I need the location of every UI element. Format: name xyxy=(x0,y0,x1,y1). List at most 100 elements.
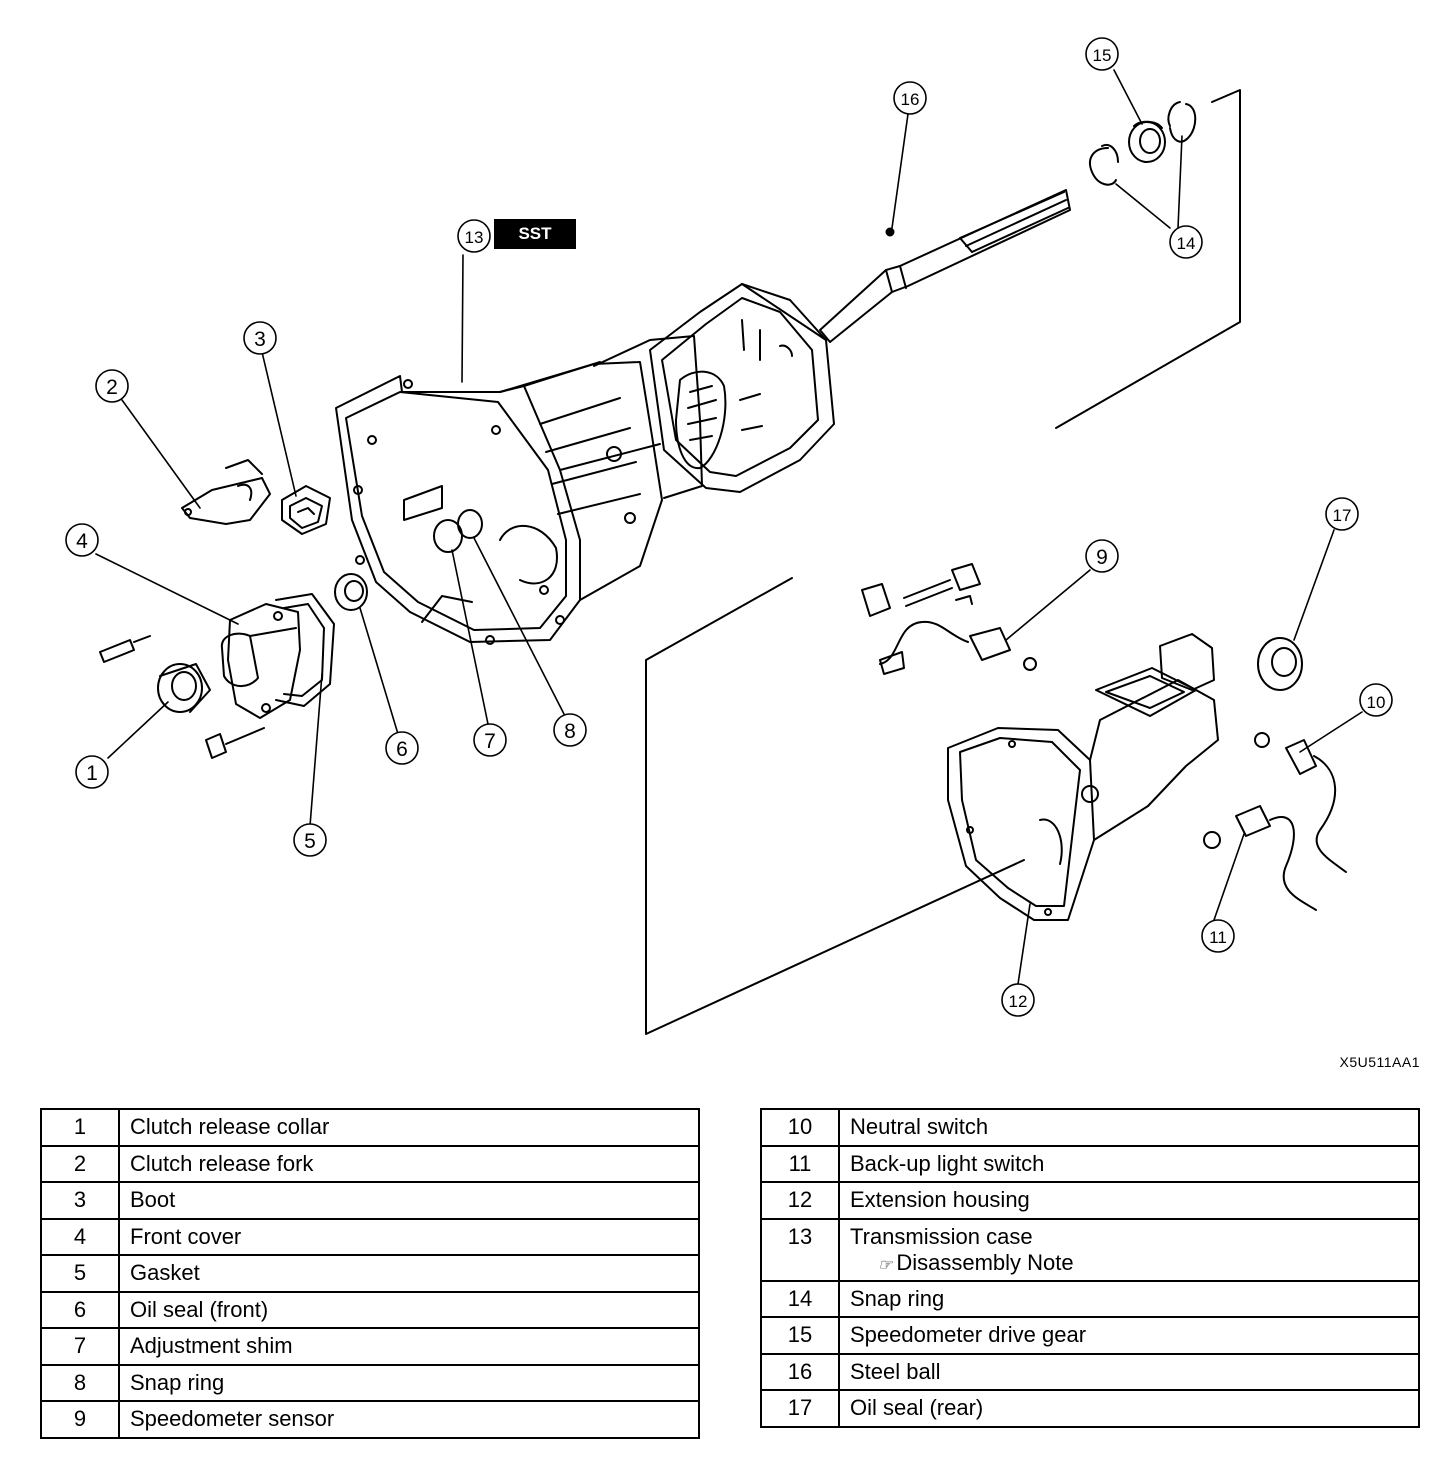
part-name-cell: Snap ring xyxy=(118,1363,700,1402)
part-name-cell: Oil seal (front) xyxy=(118,1290,700,1329)
part-name: Clutch release fork xyxy=(130,1150,314,1176)
part-number: 11 xyxy=(760,1144,840,1183)
part-name: Snap ring xyxy=(130,1369,225,1395)
svg-text:13: 13 xyxy=(465,228,484,247)
svg-text:8: 8 xyxy=(564,720,576,743)
part-number: 12 xyxy=(760,1181,840,1220)
svg-text:17: 17 xyxy=(1333,506,1352,525)
part-number: 3 xyxy=(40,1181,120,1220)
table-row: 14 Snap ring xyxy=(760,1279,1420,1318)
callout-10: 10 xyxy=(1359,683,1393,717)
part-name: Gasket xyxy=(130,1260,200,1285)
part-name: Oil seal (rear) xyxy=(850,1395,984,1420)
part-number: 5 xyxy=(40,1254,120,1293)
speedometer-sensor-drawing xyxy=(861,563,1037,675)
part-name: Front cover xyxy=(130,1223,242,1249)
table-row: 7 Adjustment shim xyxy=(40,1327,700,1366)
section-boundary-lines xyxy=(645,89,1241,1035)
part-number: 6 xyxy=(40,1290,120,1329)
callout-6: 6 xyxy=(385,731,419,765)
part-number: 10 xyxy=(760,1108,840,1147)
gear-cluster-drawing xyxy=(649,283,835,493)
part-name-cell: Snap ring xyxy=(838,1279,1420,1318)
part-name-cell: Back-up light switch xyxy=(838,1144,1420,1183)
callout-2: 2 xyxy=(95,369,129,403)
callout-16: 16 xyxy=(893,81,927,115)
table-row: 8 Snap ring xyxy=(40,1363,700,1402)
part-name-cell: Speedometer sensor xyxy=(118,1400,700,1439)
exploded-view-diagram: 1 2 3 4 5 6 7 8 9 10 11 12 13 14 15 16 1… xyxy=(65,37,1393,1035)
callout-11: 11 xyxy=(1201,919,1235,953)
part-name-cell: Oil seal (rear) xyxy=(838,1389,1420,1428)
part-number: 2 xyxy=(40,1144,120,1183)
part-number: 13 xyxy=(760,1217,840,1282)
table-row: 5 Gasket xyxy=(40,1254,700,1293)
svg-text:15: 15 xyxy=(1093,46,1112,65)
callout-7: 7 xyxy=(473,723,507,757)
table-row: 2 Clutch release fork xyxy=(40,1144,700,1183)
part-name: Snap ring xyxy=(850,1285,945,1311)
svg-text:2: 2 xyxy=(106,376,118,399)
svg-text:16: 16 xyxy=(901,90,920,109)
svg-text:14: 14 xyxy=(1177,234,1196,253)
part-number: 8 xyxy=(40,1363,120,1402)
part-name: Clutch release collar xyxy=(130,1114,330,1139)
clutch-release-fork-drawing xyxy=(181,459,271,525)
part-name: Transmission case xyxy=(850,1223,1033,1249)
callout-8: 8 xyxy=(553,713,587,747)
main-shaft-drawing xyxy=(819,189,1071,343)
part-name: Extension housing xyxy=(850,1187,1030,1212)
oil-seal-rear-drawing xyxy=(1257,637,1303,691)
svg-text:7: 7 xyxy=(484,730,496,753)
part-name-cell: Front cover xyxy=(118,1217,700,1256)
part-name-cell: Adjustment shim xyxy=(118,1327,700,1366)
figure-code: X5U511AA1 xyxy=(1339,1054,1420,1070)
callout-15: 15 xyxy=(1085,37,1119,71)
part-name-cell: Clutch release fork xyxy=(118,1144,700,1183)
part-number: 16 xyxy=(760,1352,840,1391)
svg-text:4: 4 xyxy=(76,530,88,553)
neutral-switch-drawing xyxy=(1254,732,1347,873)
part-name-cell: Steel ball xyxy=(838,1352,1420,1391)
steel-ball-drawing xyxy=(885,227,895,237)
extension-housing-drawing xyxy=(947,633,1219,921)
part-name-cell: Extension housing xyxy=(838,1181,1420,1220)
callout-12: 12 xyxy=(1001,983,1035,1017)
speedometer-drive-gear-drawing xyxy=(1128,120,1166,163)
parts-table-left: 1 Clutch release collar 2 Clutch release fo… xyxy=(40,1108,700,1439)
adjustment-shim-drawing xyxy=(433,519,463,553)
disassembly-note: ☞Disassembly Note xyxy=(850,1250,1408,1279)
clutch-release-collar-drawing xyxy=(157,663,211,713)
part-name-cell: Neutral switch xyxy=(838,1108,1420,1147)
part-name: Adjustment shim xyxy=(130,1333,293,1358)
part-name: Back-up light switch xyxy=(850,1150,1045,1176)
part-number: 17 xyxy=(760,1389,840,1428)
part-name: Steel ball xyxy=(850,1358,941,1384)
part-name: Boot xyxy=(130,1187,176,1212)
leader-lines xyxy=(95,69,1363,985)
backup-light-switch-drawing xyxy=(1203,805,1317,911)
part-name: Speedometer sensor xyxy=(130,1406,335,1431)
part-number: 15 xyxy=(760,1316,840,1355)
callout-4: 4 xyxy=(65,523,99,557)
table-row: 11 Back-up light switch xyxy=(760,1144,1420,1183)
callout-9: 9 xyxy=(1085,539,1119,573)
part-name-cell: Clutch release collar xyxy=(118,1108,700,1147)
bolts-drawing xyxy=(99,635,265,759)
sst-badge: SST xyxy=(494,219,576,249)
part-number: 1 xyxy=(40,1108,120,1147)
front-snap-ring-drawing xyxy=(457,509,483,539)
callout-17: 17 xyxy=(1325,497,1359,531)
part-number: 7 xyxy=(40,1327,120,1366)
table-row: 12 Extension housing xyxy=(760,1181,1420,1220)
part-number: 14 xyxy=(760,1279,840,1318)
table-row: 1 Clutch release collar xyxy=(40,1108,700,1147)
table-row: 3 Boot xyxy=(40,1181,700,1220)
svg-text:12: 12 xyxy=(1009,992,1028,1011)
